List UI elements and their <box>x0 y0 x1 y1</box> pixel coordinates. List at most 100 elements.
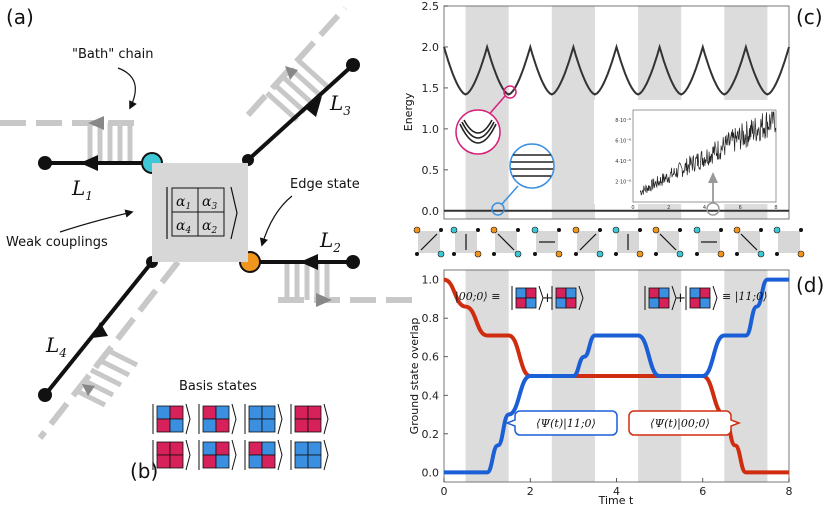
c-ytick-label: 1.5 <box>422 82 440 95</box>
svg-text:α4: α4 <box>176 218 191 236</box>
d-annotation-left: |00;0⟩ ≡ + <box>455 285 584 311</box>
leg-label-L3-sub: 3 <box>343 104 351 118</box>
c-inset-xtick: 6 <box>739 205 742 211</box>
d-left-plus: + <box>542 291 553 306</box>
alpha3-sub: 3 <box>211 202 217 212</box>
d-right-state-2 <box>685 285 718 311</box>
edge-state-label: Edge state <box>290 177 360 192</box>
d-ytick-label: 0.4 <box>422 389 440 402</box>
alpha4: α <box>176 218 186 234</box>
svg-text:α3: α3 <box>202 194 217 212</box>
d-callout-red: ⟨Ψ(t)|00;0⟩ <box>628 410 742 436</box>
alpha2-sub: 2 <box>210 226 217 236</box>
c-zoom-upper <box>455 85 517 155</box>
d-callout-red-text: ⟨Ψ(t)|00;0⟩ <box>650 417 710 431</box>
leg-label-L1: L <box>71 176 85 200</box>
alpha2: α <box>202 218 212 234</box>
basis-state <box>152 439 191 471</box>
d-xtick-label: 8 <box>786 485 793 498</box>
bath-chain-label: "Bath" chain <box>72 47 154 62</box>
d-ytick-label: 0.2 <box>422 428 440 441</box>
config-icon <box>652 226 684 258</box>
basis-state <box>290 439 329 471</box>
c-inset-xtick: 0 <box>631 205 634 211</box>
d-left-state-1 <box>511 285 544 311</box>
c-ytick-label: 0.5 <box>422 164 440 177</box>
config-icon <box>572 226 604 258</box>
panel-label-c: (c) <box>796 5 823 29</box>
bath-arrows <box>82 66 332 396</box>
svg-text:L1: L1 <box>71 176 93 203</box>
c-inset-xtick: 8 <box>774 205 777 211</box>
svg-text:α1: α1 <box>176 194 191 212</box>
panel-label-a: (a) <box>6 5 34 29</box>
c-inset-ytick: 6·10⁻⁶ <box>615 139 631 145</box>
d-xtick-label: 4 <box>613 485 620 498</box>
panel-a: (a) <box>0 5 420 440</box>
config-icon <box>490 226 522 258</box>
basis-state <box>244 439 283 471</box>
panel-label-b: (b) <box>130 459 158 483</box>
config-icon <box>773 226 805 258</box>
config-icon <box>612 226 644 258</box>
c-shaded-band <box>551 6 595 219</box>
basis-state <box>198 403 237 435</box>
c-ytick-label: 1.0 <box>422 123 440 136</box>
c-y-ticks: 0.00.51.01.52.02.5 <box>422 0 448 218</box>
d-left-state-2 <box>551 285 584 311</box>
config-icon <box>693 226 725 258</box>
d-xtick-label: 2 <box>527 485 534 498</box>
leg-label-L1-sub: 1 <box>85 189 93 203</box>
leg-arrows <box>80 96 322 338</box>
d-callout-blue: ⟨Ψ(t)|11;0⟩ <box>504 410 618 436</box>
svg-text:L4: L4 <box>45 333 67 360</box>
d-ytick-label: 0.6 <box>422 351 440 364</box>
c-inset-xtick: 2 <box>667 205 670 211</box>
basis-states-label: Basis states <box>179 379 257 394</box>
basis-grid <box>152 403 329 471</box>
alpha3: α <box>202 194 212 210</box>
d-annotation-right: + ≡ |11;0⟩ <box>644 285 767 311</box>
c-inset-curve <box>639 111 777 196</box>
panel-b: Basis states (b) <box>130 379 329 483</box>
basis-state <box>198 439 237 471</box>
config-icon <box>413 226 445 258</box>
leg-end-dots <box>38 58 360 402</box>
config-icon <box>733 226 765 258</box>
c-frame <box>443 5 790 220</box>
svg-text:L3: L3 <box>329 91 351 118</box>
leg-label-L4-sub: 4 <box>58 346 67 360</box>
basis-state <box>290 403 329 435</box>
alpha4-sub: 4 <box>184 226 191 236</box>
c-zoom-lower <box>491 143 555 216</box>
weak-couplings-label: Weak couplings <box>6 235 108 250</box>
d-callout-blue-text: ⟨Ψ(t)|11;0⟩ <box>536 417 596 431</box>
d-xlabel: Time t <box>598 494 634 507</box>
d-ytick-label: 0.8 <box>422 312 440 325</box>
config-icon <box>531 226 563 258</box>
d-xtick-label: 0 <box>441 485 448 498</box>
svg-text:α2: α2 <box>202 218 217 236</box>
leg-label-L2: L <box>319 228 333 252</box>
leg-label-L2-sub: 2 <box>332 241 341 255</box>
alpha1-sub: 1 <box>185 202 191 212</box>
d-left-eq: |00;0⟩ ≡ <box>455 290 500 304</box>
d-right-state-1 <box>644 285 677 311</box>
panel-label-d: (d) <box>796 273 824 297</box>
leg-label-L4: L <box>45 333 59 357</box>
d-ytick-label: 0.0 <box>422 466 440 479</box>
c-ytick-label: 2.5 <box>422 0 440 13</box>
d-right-eq: ≡ |11;0⟩ <box>722 290 767 304</box>
c-inset-xtick: 4 <box>703 205 706 211</box>
leg-label-L3: L <box>329 91 343 115</box>
svg-text:L2: L2 <box>319 228 341 255</box>
config-icons-row <box>413 226 805 258</box>
d-curve-blue <box>444 277 789 475</box>
c-inset-ytick: 2·10⁻⁶ <box>615 180 631 186</box>
d-ylabel: Ground state overlap <box>408 318 421 435</box>
basis-state <box>244 403 283 435</box>
